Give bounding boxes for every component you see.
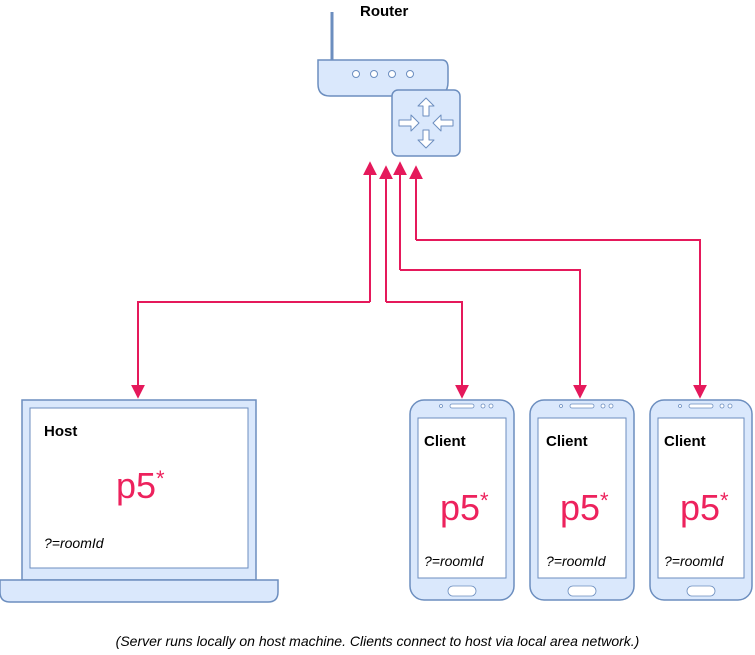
host-p5-text: p5 — [116, 465, 156, 506]
client-p5-text: p5 — [560, 487, 600, 528]
client-p5-text: p5 — [680, 487, 720, 528]
client-p5-text: p5 — [440, 487, 480, 528]
router-label: Router — [360, 3, 408, 20]
client-query: ?=roomId — [424, 553, 485, 569]
router-icon — [317, 12, 461, 157]
client-phone-2: Client p5* ?=roomId — [529, 399, 635, 601]
client-p5-mark: * — [600, 488, 609, 513]
connection-arrows — [131, 161, 707, 399]
arrow-router-client-2 — [400, 269, 587, 399]
arrow-router-host — [131, 301, 370, 399]
client-p5-logo: p5* — [440, 487, 489, 528]
host-p5-mark: * — [156, 466, 165, 491]
client-title: Client — [546, 433, 588, 450]
client-p5-mark: * — [480, 488, 489, 513]
client-p5-logo: p5* — [560, 487, 609, 528]
client-query: ?=roomId — [546, 553, 607, 569]
arrow-router-client-3 — [416, 239, 707, 399]
client-title: Client — [664, 433, 706, 450]
host-p5-logo: p5* — [116, 465, 165, 506]
host-laptop: Host p5* ?=roomId — [0, 399, 279, 603]
client-phone-1: Client p5* ?=roomId — [409, 399, 515, 601]
host-query: ?=roomId — [44, 535, 105, 551]
arrow-router-client-1 — [386, 301, 469, 399]
client-title: Client — [424, 433, 466, 450]
host-title: Host — [44, 423, 77, 440]
client-phone-3: Client p5* ?=roomId — [649, 399, 753, 601]
diagram-caption: (Server runs locally on host machine. Cl… — [115, 633, 640, 649]
client-p5-mark: * — [720, 488, 729, 513]
client-p5-logo: p5* — [680, 487, 729, 528]
client-query: ?=roomId — [664, 553, 725, 569]
